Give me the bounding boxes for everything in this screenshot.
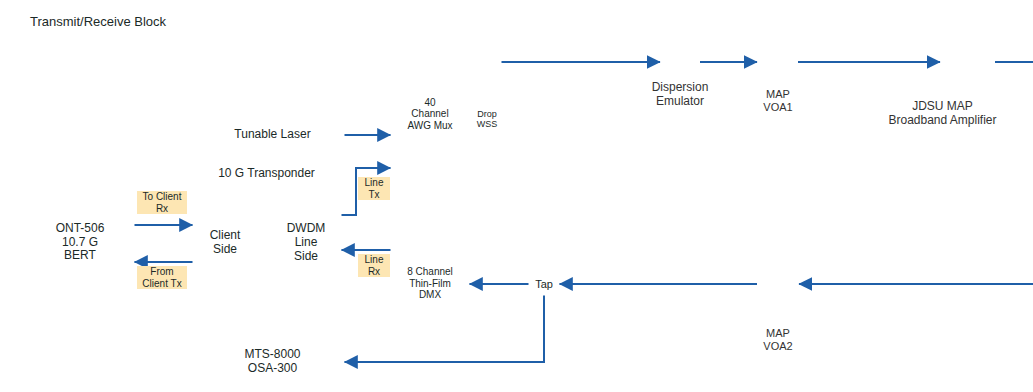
box-fill xyxy=(201,121,345,150)
node-label: Tunable Laser xyxy=(234,128,310,142)
node-label: DWDM Line Side xyxy=(281,222,331,263)
node-label: JDSU MAP Broadband Amplifier xyxy=(886,100,1000,128)
fiber-connector xyxy=(135,261,193,263)
voa-mark xyxy=(788,34,793,36)
node-label: Client Side xyxy=(200,229,250,257)
voa-mark xyxy=(776,26,781,28)
voa-device: MAP VOA2 xyxy=(740,234,816,356)
node-label: Transmit/Receive Block xyxy=(30,15,166,30)
amplifier-triangle xyxy=(940,30,995,95)
node-label: ONT-506 10.7 G BERT xyxy=(50,222,110,263)
block-panel: Transmit/Receive BlockTunable Laser 40 Ch… xyxy=(8,8,583,385)
dmx-shape xyxy=(391,213,470,355)
voa-latch xyxy=(770,76,785,80)
node-label: MAP VOA1 xyxy=(757,88,799,113)
box-fill xyxy=(529,273,560,296)
voa-mark xyxy=(764,266,769,268)
line-side-box: DWDM Line Side xyxy=(270,198,342,288)
box-fill xyxy=(193,199,258,288)
transponder-box: 10 G TransponderClient Side DWDM Line Sid… xyxy=(185,164,348,295)
voa-strip xyxy=(760,7,795,19)
voa-mark xyxy=(764,34,769,36)
fiber-in xyxy=(799,283,1033,285)
voa-port xyxy=(777,286,789,298)
edge-label: To Client Rx xyxy=(137,191,187,214)
voa-port xyxy=(777,300,789,312)
cylinder-body xyxy=(660,52,700,72)
voa-port xyxy=(763,286,775,298)
fiber-connector xyxy=(342,168,391,215)
wss-box: Drop WSS xyxy=(472,28,502,210)
voa-port xyxy=(777,46,789,58)
voa-housing xyxy=(757,244,798,324)
box-fill xyxy=(473,29,502,210)
node-label: Drop WSS xyxy=(473,109,501,130)
voa-port xyxy=(777,60,789,72)
fiber-connector xyxy=(470,283,529,285)
fiber-connector xyxy=(700,61,757,63)
box-fill xyxy=(201,347,345,377)
mux-shape xyxy=(391,29,470,200)
node-label: 8 Channel Thin-Film DMX xyxy=(405,266,455,301)
voa-latch xyxy=(770,316,785,320)
mux-trapezoid: 40 Channel AWG Mux xyxy=(390,28,470,200)
node-label: Tap xyxy=(535,278,553,291)
fiber-connector xyxy=(502,61,661,63)
fiber-out xyxy=(995,61,1033,63)
voa-port xyxy=(763,300,775,312)
voa-mark xyxy=(776,34,781,36)
edge-label: Line Rx xyxy=(358,254,390,277)
fiber-connector xyxy=(345,296,545,363)
voa-housing xyxy=(757,4,798,84)
emulator: Dispersion Emulator xyxy=(640,40,720,114)
box-fill xyxy=(271,199,342,288)
panel-fill xyxy=(9,9,583,385)
dmx-trapezoid: 8 Channel Thin-Film DMX xyxy=(390,212,470,355)
bert-box: ONT-506 10.7 G BERT xyxy=(25,200,135,285)
voa-mark xyxy=(788,266,793,268)
voa-device: MAP VOA1 xyxy=(740,4,816,116)
voa-mark xyxy=(788,274,793,276)
transponder-fill xyxy=(186,165,348,295)
node-label: MAP VOA2 xyxy=(757,327,799,352)
voa-mark xyxy=(764,26,769,28)
edge-label: From Client Tx xyxy=(137,266,187,289)
voa-port xyxy=(763,60,775,72)
voa-port xyxy=(763,46,775,58)
node-label: 10 G Transponder xyxy=(218,167,315,181)
osa-box: MTS-8000 OSA-300 xyxy=(200,346,345,377)
voa-strip xyxy=(760,247,795,259)
fiber-connector xyxy=(560,283,758,285)
voa-mark xyxy=(764,274,769,276)
voa-mark xyxy=(776,266,781,268)
amplifier: JDSU MAP Broadband Amplifier xyxy=(880,28,1005,134)
node-label: Dispersion Emulator xyxy=(645,81,715,109)
laser-box: Tunable Laser xyxy=(200,120,345,150)
fiber-connector xyxy=(798,61,940,63)
voa-mark xyxy=(788,26,793,28)
fiber-connector xyxy=(342,249,391,251)
node-label: MTS-8000 OSA-300 xyxy=(237,348,309,376)
client-box: Client Side xyxy=(192,198,258,288)
node-shape xyxy=(8,8,583,385)
voa-led xyxy=(764,10,770,16)
box-fill xyxy=(26,201,135,285)
cylinder-bottom xyxy=(660,67,700,77)
fiber-connector xyxy=(345,134,391,136)
fiber-connector xyxy=(135,224,193,226)
edge-label: Line Tx xyxy=(358,177,390,200)
node-label: 40 Channel AWG Mux xyxy=(406,97,455,132)
voa-mark xyxy=(776,274,781,276)
tap-box: Tap xyxy=(528,272,560,296)
voa-led xyxy=(764,250,770,256)
cylinder-top xyxy=(660,47,700,57)
